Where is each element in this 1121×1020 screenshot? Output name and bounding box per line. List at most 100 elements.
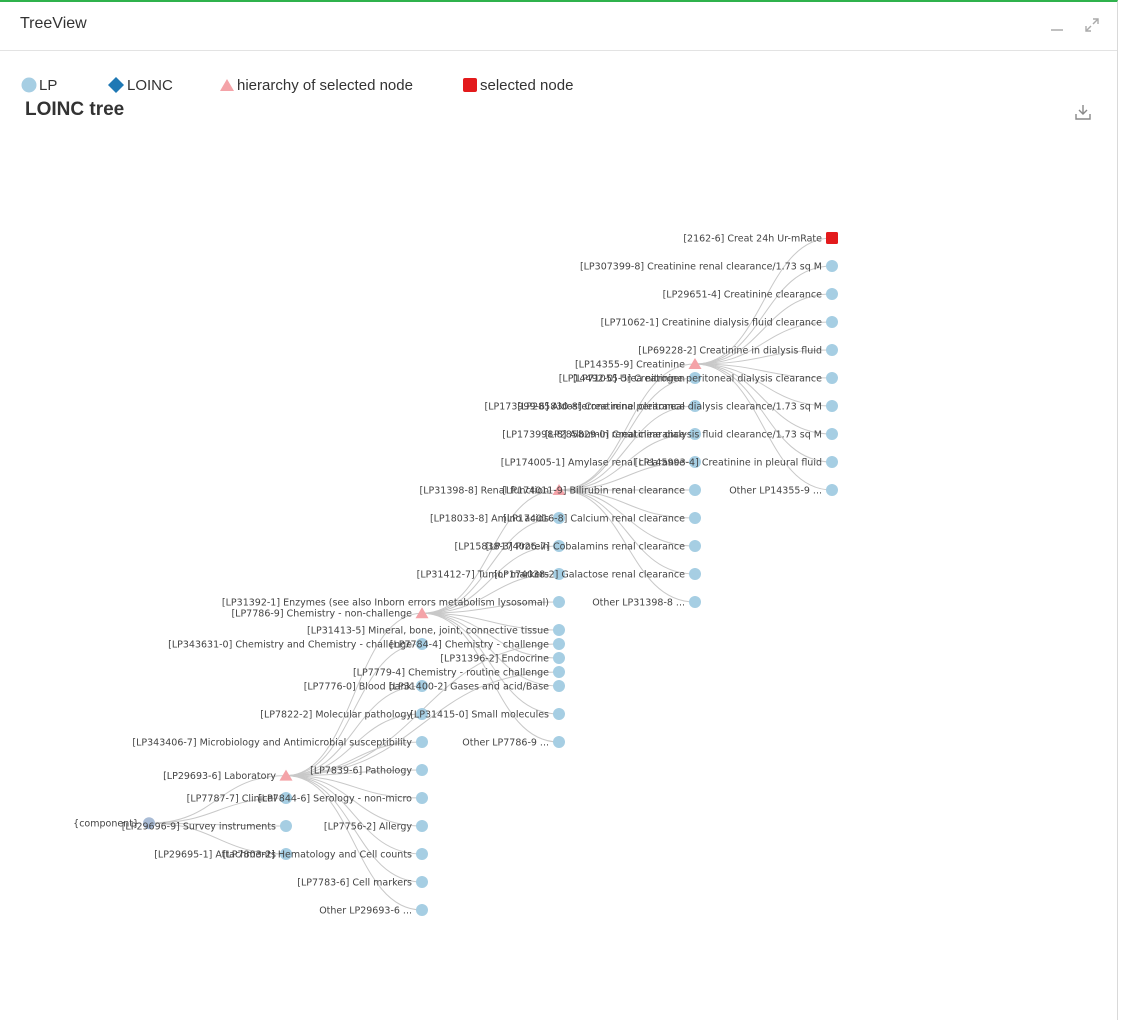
lp-circle-icon — [416, 820, 428, 832]
tree-node-lp7787-7-clinical[interactable]: [LP7787-7] Clinical — [187, 792, 292, 805]
tree-link — [694, 363, 833, 379]
tree-node-lp31415-0-small-molecules[interactable]: [LP31415-0] Small molecules — [410, 708, 565, 721]
tree-node-lp14492-0-urea-nitrogen[interactable]: [LP14492-0] Urea nitrogen — [559, 372, 701, 385]
tree-node-lp307399-8-creatinine-renal-clearance-1-73-sq-m[interactable]: [LP307399-8] Creatinine renal clearance/… — [580, 260, 838, 273]
tree-node-label: Other LP14355-9 ... — [729, 486, 822, 497]
tree-node-lp343631-0-chemistry-and-chemistry-challenge[interactable]: [LP343631-0] Chemistry and Chemistry - c… — [168, 638, 428, 651]
tree-node-lp29651-4-creatinine-clearance[interactable]: [LP29651-4] Creatinine clearance — [663, 288, 838, 301]
tree-link — [421, 573, 560, 614]
lp-circle-icon — [416, 792, 428, 804]
tree-node-lp31398-8-renal-function[interactable]: [LP31398-8] Renal function — [420, 484, 566, 497]
tree-node-label: [LP29693-6] Laboratory — [163, 771, 276, 782]
lp-circle-icon — [21, 77, 37, 93]
tree-node-label: [LP7803-2] Hematology and Cell counts — [223, 850, 412, 861]
maximize-icon[interactable] — [1083, 16, 1101, 34]
lp-circle-icon — [689, 372, 701, 384]
tree-node-label: [LP7839-6] Pathology — [310, 766, 412, 777]
tree-node-lp14355-9-creatinine[interactable]: [LP14355-9] Creatinine — [575, 358, 702, 371]
tree-node-lp7839-6-pathology[interactable]: [LP7839-6] Pathology — [310, 764, 428, 777]
tree-link — [558, 433, 696, 491]
tree-node-lp7776-0-blood-bank[interactable]: [LP7776-0] Blood bank — [304, 680, 428, 693]
lp-circle-icon — [553, 596, 565, 608]
lp-circle-icon — [416, 904, 428, 916]
tree-node-lp7779-4-chemistry-routine-challenge[interactable]: [LP7779-4] Chemistry - routine challenge — [353, 666, 565, 679]
legend-item-lp[interactable]: LP — [21, 74, 57, 96]
tree-link — [285, 775, 423, 799]
tree-node-lp29695-1-attachments[interactable]: [LP29695-1] Attachments — [154, 848, 292, 861]
tree-node-other-lp31398-8[interactable]: Other LP31398-8 ... — [592, 596, 701, 609]
tree-node-lp7756-2-allergy[interactable]: [LP7756-2] Allergy — [324, 820, 428, 833]
tree-node-lp18033-8-amino-acids[interactable]: [LP18033-8] Amino acids — [430, 512, 565, 525]
tree-node-lp69228-2-creatinine-in-dialysis-fluid[interactable]: [LP69228-2] Creatinine in dialysis fluid — [638, 344, 838, 357]
tree-node-lp31392-1-enzymes-see-also-inborn-errors-metabolism-lysosomal[interactable]: [LP31392-1] Enzymes (see also Inborn err… — [222, 596, 565, 609]
lp-circle-icon — [689, 540, 701, 552]
selected-square-icon — [826, 232, 838, 244]
tree-node-lp7786-9-chemistry-non-challenge[interactable]: [LP7786-9] Chemistry - non-challenge — [231, 607, 429, 620]
tree-node-lp7844-6-serology-non-micro[interactable]: [LP7844-6] Serology - non-micro — [258, 792, 428, 805]
tree-node-other-lp29693-6[interactable]: Other LP29693-6 ... — [319, 904, 428, 917]
panel-header: TreeView — [0, 2, 1117, 51]
tree-node-label: [LP14492-0] Urea nitrogen — [559, 374, 685, 385]
tree-node-lp7784-4-chemistry-challenge[interactable]: [LP7784-4] Chemistry - challenge — [390, 638, 565, 651]
lp-circle-icon — [553, 652, 565, 664]
tree-link — [285, 769, 423, 777]
tree-node-lp174005-1-amylase-renal-clearance[interactable]: [LP174005-1] Amylase renal clearance — [501, 456, 701, 469]
tree-link — [421, 517, 560, 614]
tree-node-lp31400-2-gases-and-acid-base[interactable]: [LP31400-2] Gases and acid/Base — [389, 680, 565, 693]
lp-circle-icon — [553, 540, 565, 552]
tree-node-label: [LP7787-7] Clinical — [187, 794, 276, 805]
tree-node-label: [LP7784-4] Chemistry - challenge — [390, 640, 549, 651]
tree-node-lp145993-4-creatinine-in-pleural-fluid[interactable]: [LP145993-4] Creatinine in pleural fluid — [635, 456, 838, 469]
hierarchy-triangle-icon — [552, 484, 566, 495]
tree-node-lp71062-1-creatinine-dialysis-fluid-clearance[interactable]: [LP71062-1] Creatinine dialysis fluid cl… — [601, 316, 838, 329]
tree-node-lp29693-6-laboratory[interactable]: [LP29693-6] Laboratory — [163, 769, 293, 783]
tree-node-lp174016-8-calcium-renal-clearance[interactable]: [LP174016-8] Calcium renal clearance — [503, 512, 701, 525]
tree-node-lp31412-7-tumor-markers[interactable]: [LP31412-7] Tumor markers — [417, 568, 565, 581]
tree-node-lp174026-7-cobalamins-renal-clearance[interactable]: [LP174026-7] Cobalamins renal clearance — [486, 540, 701, 553]
legend-item-selected[interactable]: selected node — [462, 74, 573, 96]
tree-node-lp173999-6-aldosterone-renal-clearance[interactable]: [LP173999-6] Aldosterone renal clearance — [485, 400, 701, 413]
tree-link — [285, 643, 423, 777]
tree-node-lp31413-5-mineral-bone-joint-connective-tissue[interactable]: [LP31413-5] Mineral, bone, joint, connec… — [307, 624, 565, 637]
lp-circle-icon — [553, 512, 565, 524]
tree-node-2162-6-creat-24h-ur-mrate[interactable]: [2162-6] Creat 24h Ur-mRate — [683, 232, 838, 245]
tree-node-lp7822-2-molecular-pathology[interactable]: [LP7822-2] Molecular pathology — [260, 708, 428, 721]
tree-node-lp285829-0-creatinine-dialysis-fluid-clearance-1-73-sq-m[interactable]: [LP285829-0] Creatinine dialysis fluid c… — [545, 428, 838, 441]
tree-link — [148, 797, 287, 824]
tree-node-label: [LP31415-0] Small molecules — [410, 710, 549, 721]
legend-item-loinc[interactable]: LOINC — [107, 74, 173, 96]
tree-node-lp285830-8-creatinine-peritoneal-dialysis-clearance-1-73-sq-m[interactable]: [LP285830-8] Creatinine peritoneal dialy… — [517, 400, 838, 413]
tree-node-lp7803-2-hematology-and-cell-counts[interactable]: [LP7803-2] Hematology and Cell counts — [223, 848, 428, 861]
download-icon[interactable] — [1074, 103, 1092, 121]
minimize-icon[interactable] — [1048, 16, 1066, 34]
tree-node-label: [LP7844-6] Serology - non-micro — [258, 794, 412, 805]
legend-item-hierarchy[interactable]: hierarchy of selected node — [219, 74, 413, 96]
tree-node-lp173998-8-albumin-renal-clearance[interactable]: [LP173998-8] Albumin renal clearance — [502, 428, 701, 441]
tree-link — [558, 405, 696, 491]
tree-node-label: [LP31413-5] Mineral, bone, joint, connec… — [307, 626, 549, 637]
tree-node-lp71055-5-creatinine-peritoneal-dialysis-clearance[interactable]: [LP71055-5] Creatinine peritoneal dialys… — [573, 372, 838, 385]
tree-node-label: [LP174011-9] Bilirubin renal clearance — [502, 486, 685, 497]
tree-node-lp174011-9-bilirubin-renal-clearance[interactable]: [LP174011-9] Bilirubin renal clearance — [502, 484, 701, 497]
tree-node-lp31396-2-endocrine[interactable]: [LP31396-2] Endocrine — [440, 652, 565, 665]
tree-node-label: [LP31396-2] Endocrine — [440, 654, 549, 665]
lp-circle-icon — [689, 400, 701, 412]
tree-node-lp343406-7-microbiology-and-antimicrobial-susceptibility[interactable]: [LP343406-7] Microbiology and Antimicrob… — [132, 736, 428, 749]
tree-link — [148, 822, 287, 855]
tree-node-lp7783-6-cell-markers[interactable]: [LP7783-6] Cell markers — [297, 876, 428, 889]
tree-node-other-lp14355-9[interactable]: Other LP14355-9 ... — [729, 484, 838, 497]
lp-circle-icon — [416, 764, 428, 776]
tree-node-label: [LP307399-8] Creatinine renal clearance/… — [580, 262, 822, 273]
tree-node-other-lp7786-9[interactable]: Other LP7786-9 ... — [462, 736, 565, 749]
lp-circle-icon — [280, 792, 292, 804]
tree-node-component[interactable]: {component} — [73, 817, 155, 830]
tree-link — [421, 612, 560, 687]
tree-link — [558, 377, 696, 491]
tree-node-lp29696-9-survey-instruments[interactable]: [LP29696-9] Survey instruments — [122, 820, 292, 833]
hierarchy-triangle-icon — [688, 358, 702, 369]
selected-square-icon — [463, 78, 477, 92]
lp-circle-icon — [416, 736, 428, 748]
tree-node-label: Other LP7786-9 ... — [462, 738, 549, 749]
tree-node-lp174038-2-galactose-renal-clearance[interactable]: [LP174038-2] Galactose renal clearance — [494, 568, 701, 581]
tree-node-lp15838-3-protein[interactable]: [LP15838-3] Protein — [455, 540, 565, 553]
